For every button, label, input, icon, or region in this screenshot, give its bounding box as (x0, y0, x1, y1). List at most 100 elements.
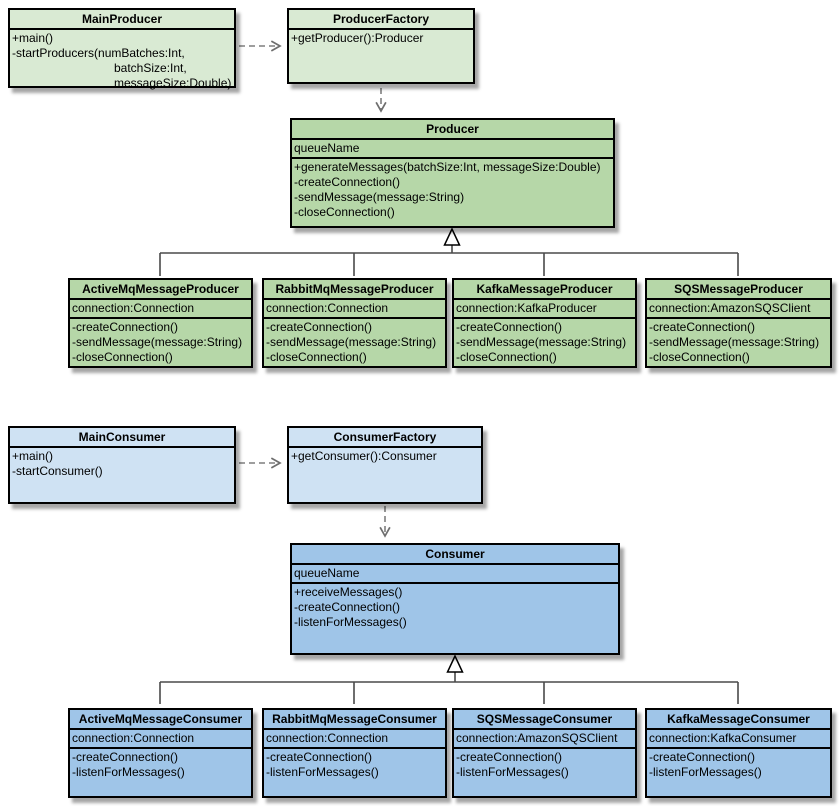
attribute: connection:KafkaConsumer (649, 731, 797, 745)
method: -closeConnection() (649, 350, 750, 364)
class-box-kafka-consumer: KafkaMessageConsumer connection:KafkaCon… (645, 708, 832, 798)
method: +receiveMessages() (294, 585, 403, 599)
attribute: queueName (294, 566, 360, 580)
method: -createConnection() (266, 750, 373, 764)
members-compartment: +main() -startConsumer() (10, 448, 234, 502)
method: -sendMessage(message:String) (72, 335, 243, 349)
class-box-sqs-producer: SQSMessageProducer connection:AmazonSQSC… (645, 278, 832, 368)
attributes-compartment: connection:KafkaConsumer (647, 730, 830, 749)
method: -createConnection() (72, 750, 179, 764)
class-name: ProducerFactory (289, 10, 473, 30)
method: -startProducers(numBatches:Int, (12, 46, 185, 60)
attributes-compartment: connection:AmazonSQSClient (647, 300, 830, 319)
attributes-compartment: queueName (292, 140, 613, 159)
method: -createConnection() (649, 750, 756, 764)
inheritance-triangle-icon (443, 227, 461, 246)
class-name: MainConsumer (10, 428, 234, 448)
method: -listenForMessages() (456, 765, 569, 779)
method: -sendMessage(message:String) (294, 190, 465, 204)
attributes-compartment: connection:KafkaProducer (454, 300, 635, 319)
method: -listenForMessages() (294, 615, 407, 629)
method: +main() (12, 31, 54, 45)
methods-compartment: -createConnection() -listenForMessages() (70, 749, 251, 796)
class-box-sqs-consumer: SQSMessageConsumer connection:AmazonSQSC… (452, 708, 637, 798)
class-name: KafkaMessageProducer (454, 280, 635, 300)
methods-compartment: -createConnection() -sendMessage(message… (264, 319, 445, 366)
methods-compartment: -createConnection() -sendMessage(message… (454, 319, 635, 366)
class-name: Producer (292, 120, 613, 140)
members-compartment: +getProducer():Producer (289, 30, 473, 82)
attribute: connection:AmazonSQSClient (649, 301, 811, 315)
class-box-kafka-producer: KafkaMessageProducer connection:KafkaPro… (452, 278, 637, 368)
method: -listenForMessages() (266, 765, 379, 779)
members-compartment: +getConsumer():Consumer (289, 448, 481, 502)
attributes-compartment: connection:Connection (264, 300, 445, 319)
methods-compartment: -createConnection() -listenForMessages() (647, 749, 830, 796)
methods-compartment: +receiveMessages() -createConnection() -… (292, 584, 618, 653)
method: -closeConnection() (266, 350, 367, 364)
method: +main() (12, 449, 54, 463)
method: -createConnection() (294, 175, 401, 189)
class-name: ActiveMqMessageProducer (70, 280, 251, 300)
class-box-main-consumer: MainConsumer +main() -startConsumer() (8, 426, 236, 504)
members-compartment: +main() -startProducers(numBatches:Int, … (10, 30, 234, 91)
method: -startConsumer() (12, 464, 103, 478)
class-name: ConsumerFactory (289, 428, 481, 448)
methods-compartment: -createConnection() -listenForMessages() (264, 749, 445, 796)
method: -listenForMessages() (72, 765, 185, 779)
class-box-consumer: Consumer queueName +receiveMessages() -c… (290, 543, 620, 655)
method: -closeConnection() (456, 350, 557, 364)
generalization-tree-consumer (159, 654, 739, 704)
method: -listenForMessages() (649, 765, 762, 779)
method: +getProducer():Producer (291, 31, 424, 45)
method: -createConnection() (456, 320, 563, 334)
class-name: SQSMessageProducer (647, 280, 830, 300)
class-box-rabbitmq-producer: RabbitMqMessageProducer connection:Conne… (262, 278, 447, 368)
inheritance-triangle-icon (446, 654, 464, 673)
method: +generateMessages(batchSize:Int, message… (294, 160, 601, 174)
method: -closeConnection() (294, 205, 395, 219)
attribute: connection:Connection (266, 731, 389, 745)
class-box-activemq-producer: ActiveMqMessageProducer connection:Conne… (68, 278, 253, 368)
class-name: MainProducer (10, 10, 234, 30)
attribute: connection:Connection (72, 731, 195, 745)
method: -createConnection() (72, 320, 179, 334)
attributes-compartment: connection:AmazonSQSClient (454, 730, 635, 749)
class-name: RabbitMqMessageProducer (264, 280, 445, 300)
class-box-activemq-consumer: ActiveMqMessageConsumer connection:Conne… (68, 708, 253, 798)
attributes-compartment: connection:Connection (70, 730, 251, 749)
method-continuation: batchSize:Int, (114, 61, 187, 75)
method: -sendMessage(message:String) (456, 335, 627, 349)
method: -createConnection() (266, 320, 373, 334)
attribute: connection:Connection (266, 301, 389, 315)
method-continuation: messageSize:Double) (114, 76, 232, 90)
method: -createConnection() (294, 600, 401, 614)
class-box-producer: Producer queueName +generateMessages(bat… (290, 118, 615, 228)
method: -closeConnection() (72, 350, 173, 364)
class-name: KafkaMessageConsumer (647, 710, 830, 730)
class-name: Consumer (292, 545, 618, 565)
class-name: RabbitMqMessageConsumer (264, 710, 445, 730)
method: -sendMessage(message:String) (649, 335, 820, 349)
attributes-compartment: connection:Connection (264, 730, 445, 749)
attributes-compartment: connection:Connection (70, 300, 251, 319)
methods-compartment: -createConnection() -listenForMessages() (454, 749, 635, 796)
methods-compartment: -createConnection() -sendMessage(message… (70, 319, 251, 366)
method: -sendMessage(message:String) (266, 335, 437, 349)
attribute: queueName (294, 141, 360, 155)
class-box-rabbitmq-consumer: RabbitMqMessageConsumer connection:Conne… (262, 708, 447, 798)
attributes-compartment: queueName (292, 565, 618, 584)
method: -createConnection() (456, 750, 563, 764)
class-name: ActiveMqMessageConsumer (70, 710, 251, 730)
class-box-producer-factory: ProducerFactory +getProducer():Producer (287, 8, 475, 84)
generalization-tree-producer (159, 227, 739, 276)
method: -createConnection() (649, 320, 756, 334)
class-name: SQSMessageConsumer (454, 710, 635, 730)
methods-compartment: -createConnection() -sendMessage(message… (647, 319, 830, 366)
attribute: connection:Connection (72, 301, 195, 315)
class-box-consumer-factory: ConsumerFactory +getConsumer():Consumer (287, 426, 483, 504)
attribute: connection:AmazonSQSClient (456, 731, 618, 745)
method: +getConsumer():Consumer (291, 449, 437, 463)
attribute: connection:KafkaProducer (456, 301, 597, 315)
